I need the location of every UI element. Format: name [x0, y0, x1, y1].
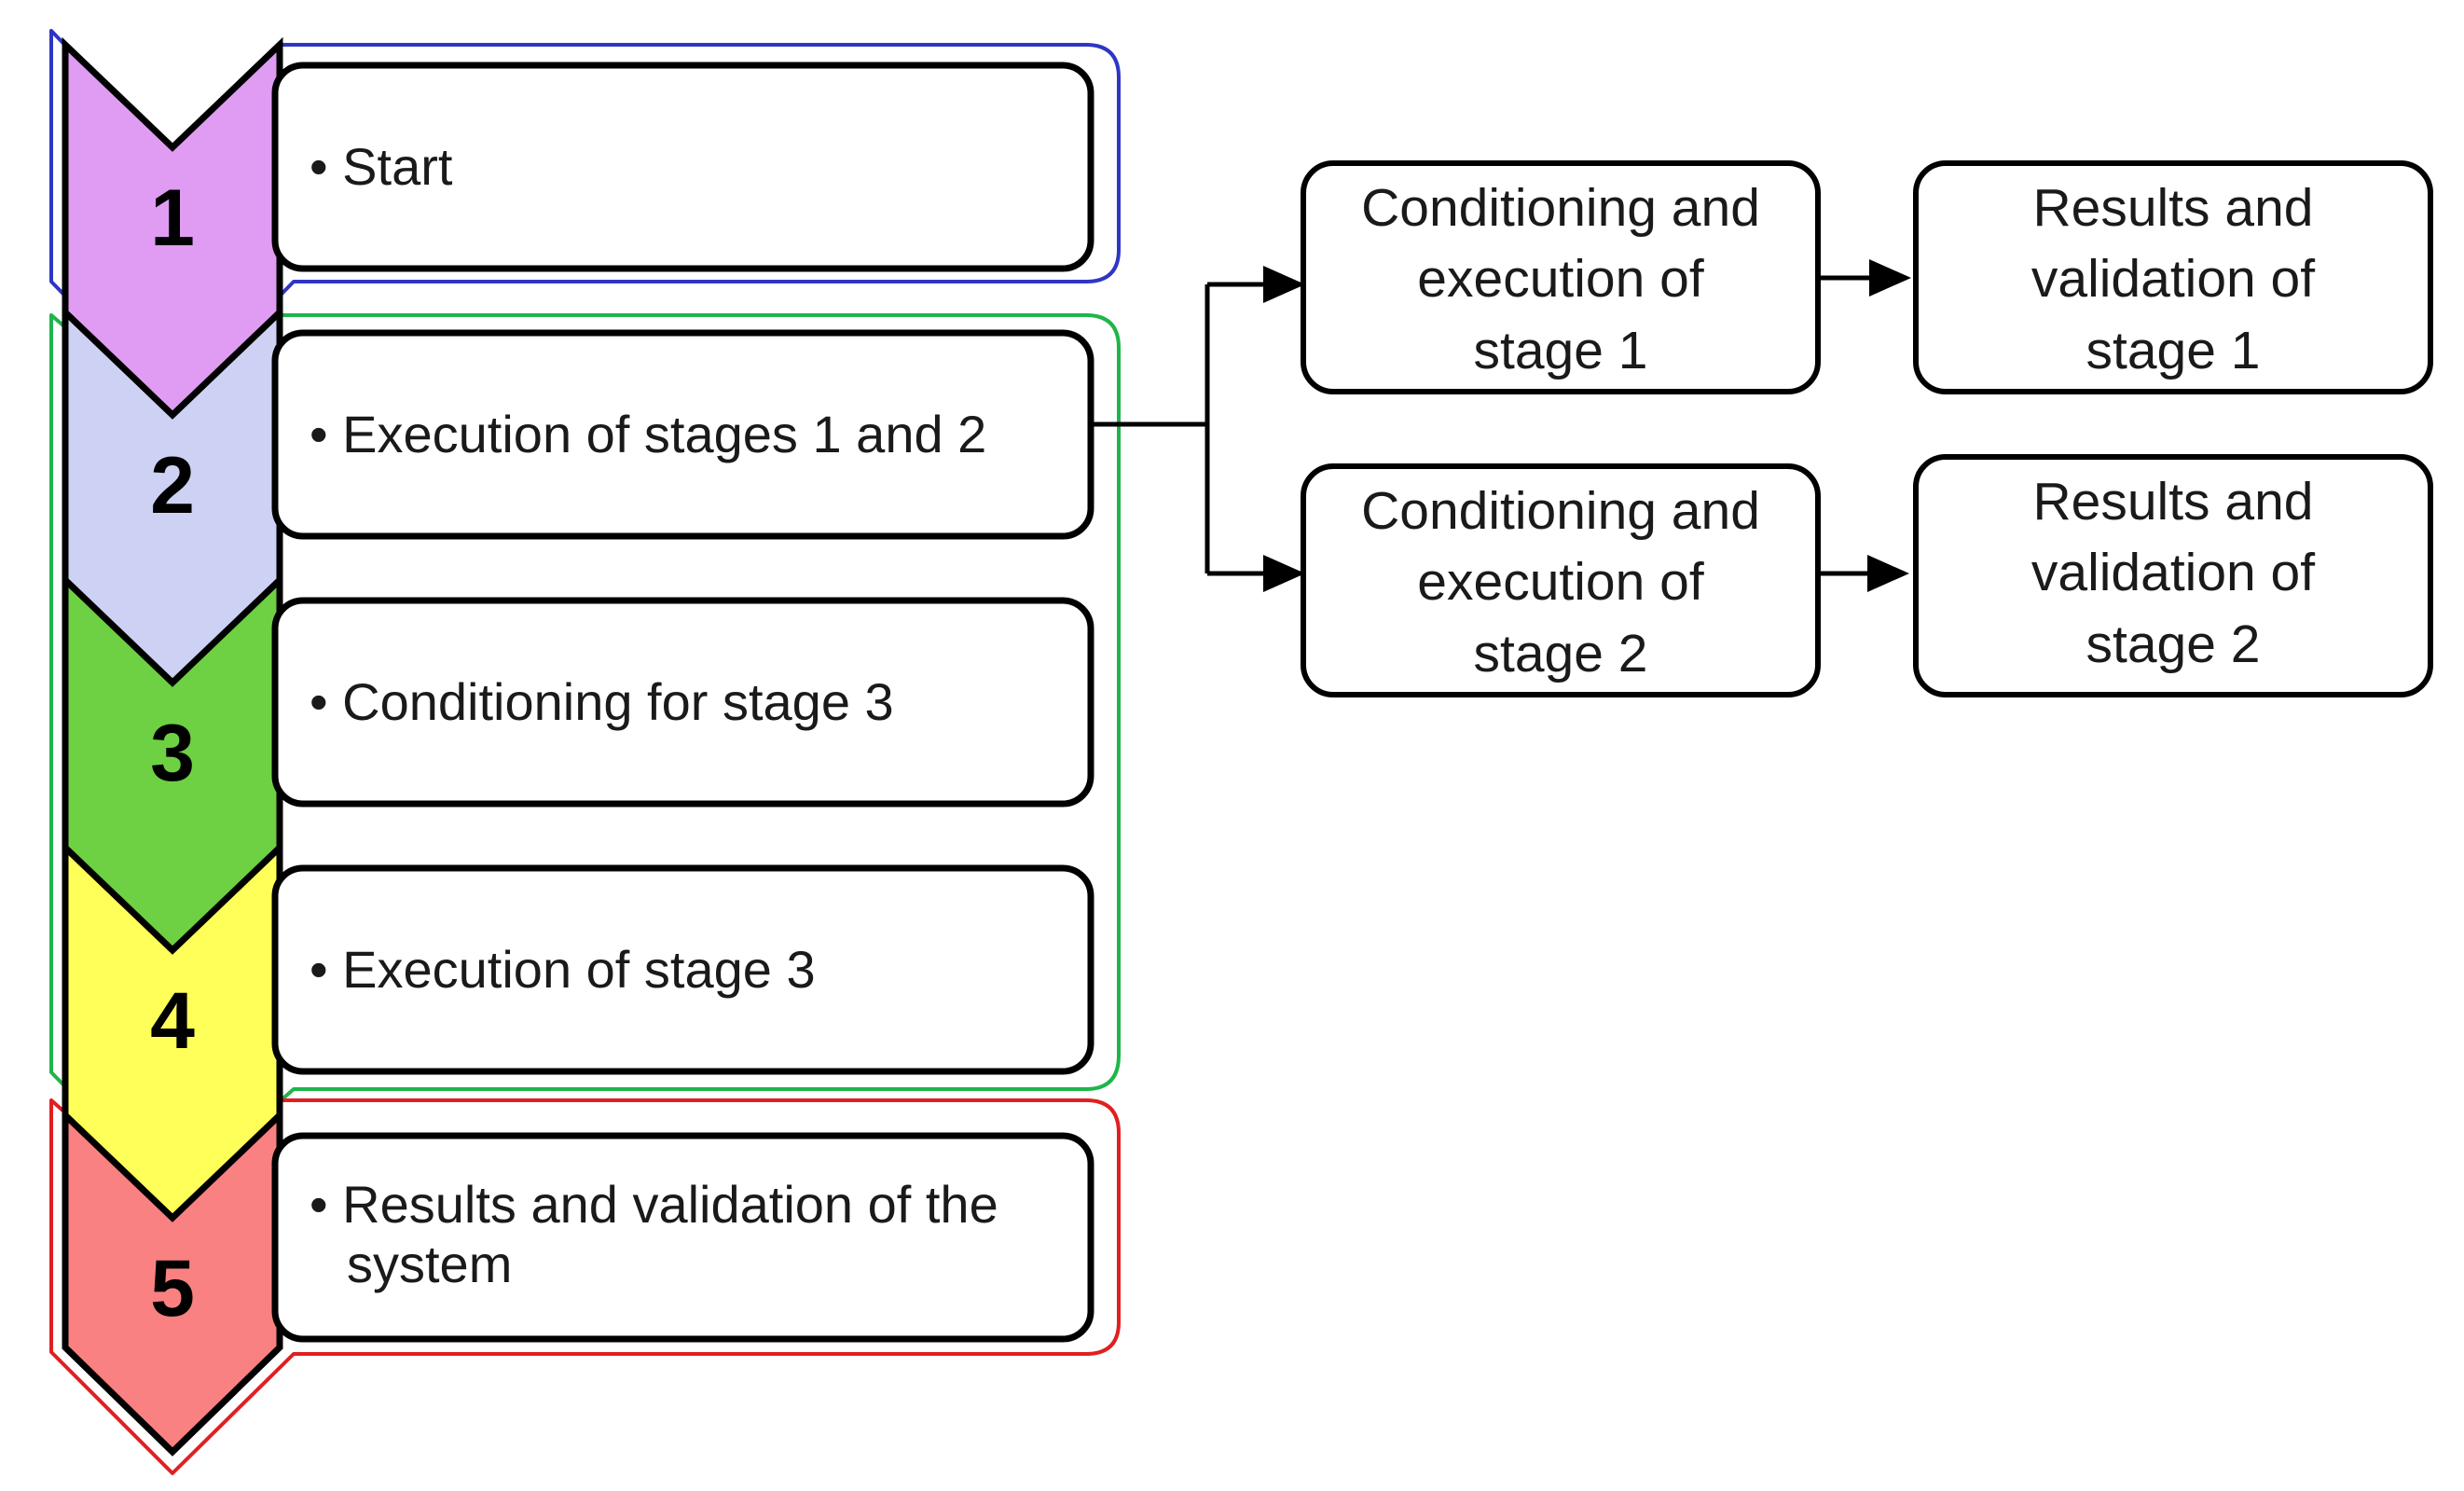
step-3-box	[271, 597, 1094, 808]
step-5-chevron	[62, 1107, 283, 1456]
node-stage1-results-line1: Results and	[2032, 178, 2313, 238]
node-stage2-results-line3: stage 2	[2086, 614, 2261, 674]
group-outline-start	[49, 29, 1121, 407]
step-3-number: 3	[150, 709, 195, 798]
step-3-label: • Conditioning for stage 3	[310, 672, 894, 731]
step-4-box	[271, 864, 1094, 1075]
node-stage1-conditioning-line3: stage 1	[1474, 321, 1648, 380]
step-4: 4 • Execution of stage 3	[62, 839, 1094, 1246]
step-2-box	[271, 329, 1094, 540]
step-5: 5 • Results and validation of the system	[62, 1107, 1094, 1456]
group-outline-execution	[49, 313, 1121, 1198]
node-stage2-conditioning: Conditioning and execution of stage 2	[1301, 463, 1821, 697]
step-5-label-cont: system	[347, 1235, 512, 1293]
step-5-number: 5	[150, 1244, 195, 1333]
connectors	[1093, 259, 1911, 592]
group-outline-results	[49, 1098, 1121, 1475]
node-stage2-conditioning-line3: stage 2	[1474, 624, 1648, 683]
node-stage2-conditioning-line1: Conditioning and	[1361, 481, 1760, 541]
node-stage2-conditioning-line2: execution of	[1417, 552, 1704, 612]
node-stage2-results: Results and validation of stage 2	[1913, 454, 2433, 697]
node-stage1-results-line2: validation of	[2031, 249, 2315, 309]
step-4-label: • Execution of stage 3	[310, 940, 816, 999]
node-stage2-results-line1: Results and	[2032, 472, 2313, 532]
node-stage2-results-line2: validation of	[2031, 543, 2315, 602]
node-stage1-conditioning: Conditioning and execution of stage 1	[1301, 160, 1821, 394]
step-1-box	[271, 62, 1094, 272]
step-1-label: • Start	[310, 137, 453, 196]
step-2-label: • Execution of stages 1 and 2	[310, 405, 986, 463]
step-4-number: 4	[150, 976, 195, 1066]
step-5-box	[271, 1132, 1094, 1343]
node-stage1-conditioning-line1: Conditioning and	[1361, 178, 1760, 238]
step-2: 2 • Execution of stages 1 and 2	[62, 304, 1094, 711]
node-stage1-results-line3: stage 1	[2086, 321, 2261, 380]
step-2-number: 2	[150, 441, 195, 531]
step-3: 3 • Conditioning for stage 3	[62, 572, 1094, 978]
step-1-number: 1	[150, 173, 195, 263]
node-stage1-conditioning-line2: execution of	[1417, 249, 1704, 309]
step-5-label: • Results and validation of the	[310, 1175, 998, 1234]
node-stage1-results: Results and validation of stage 1	[1913, 160, 2433, 394]
